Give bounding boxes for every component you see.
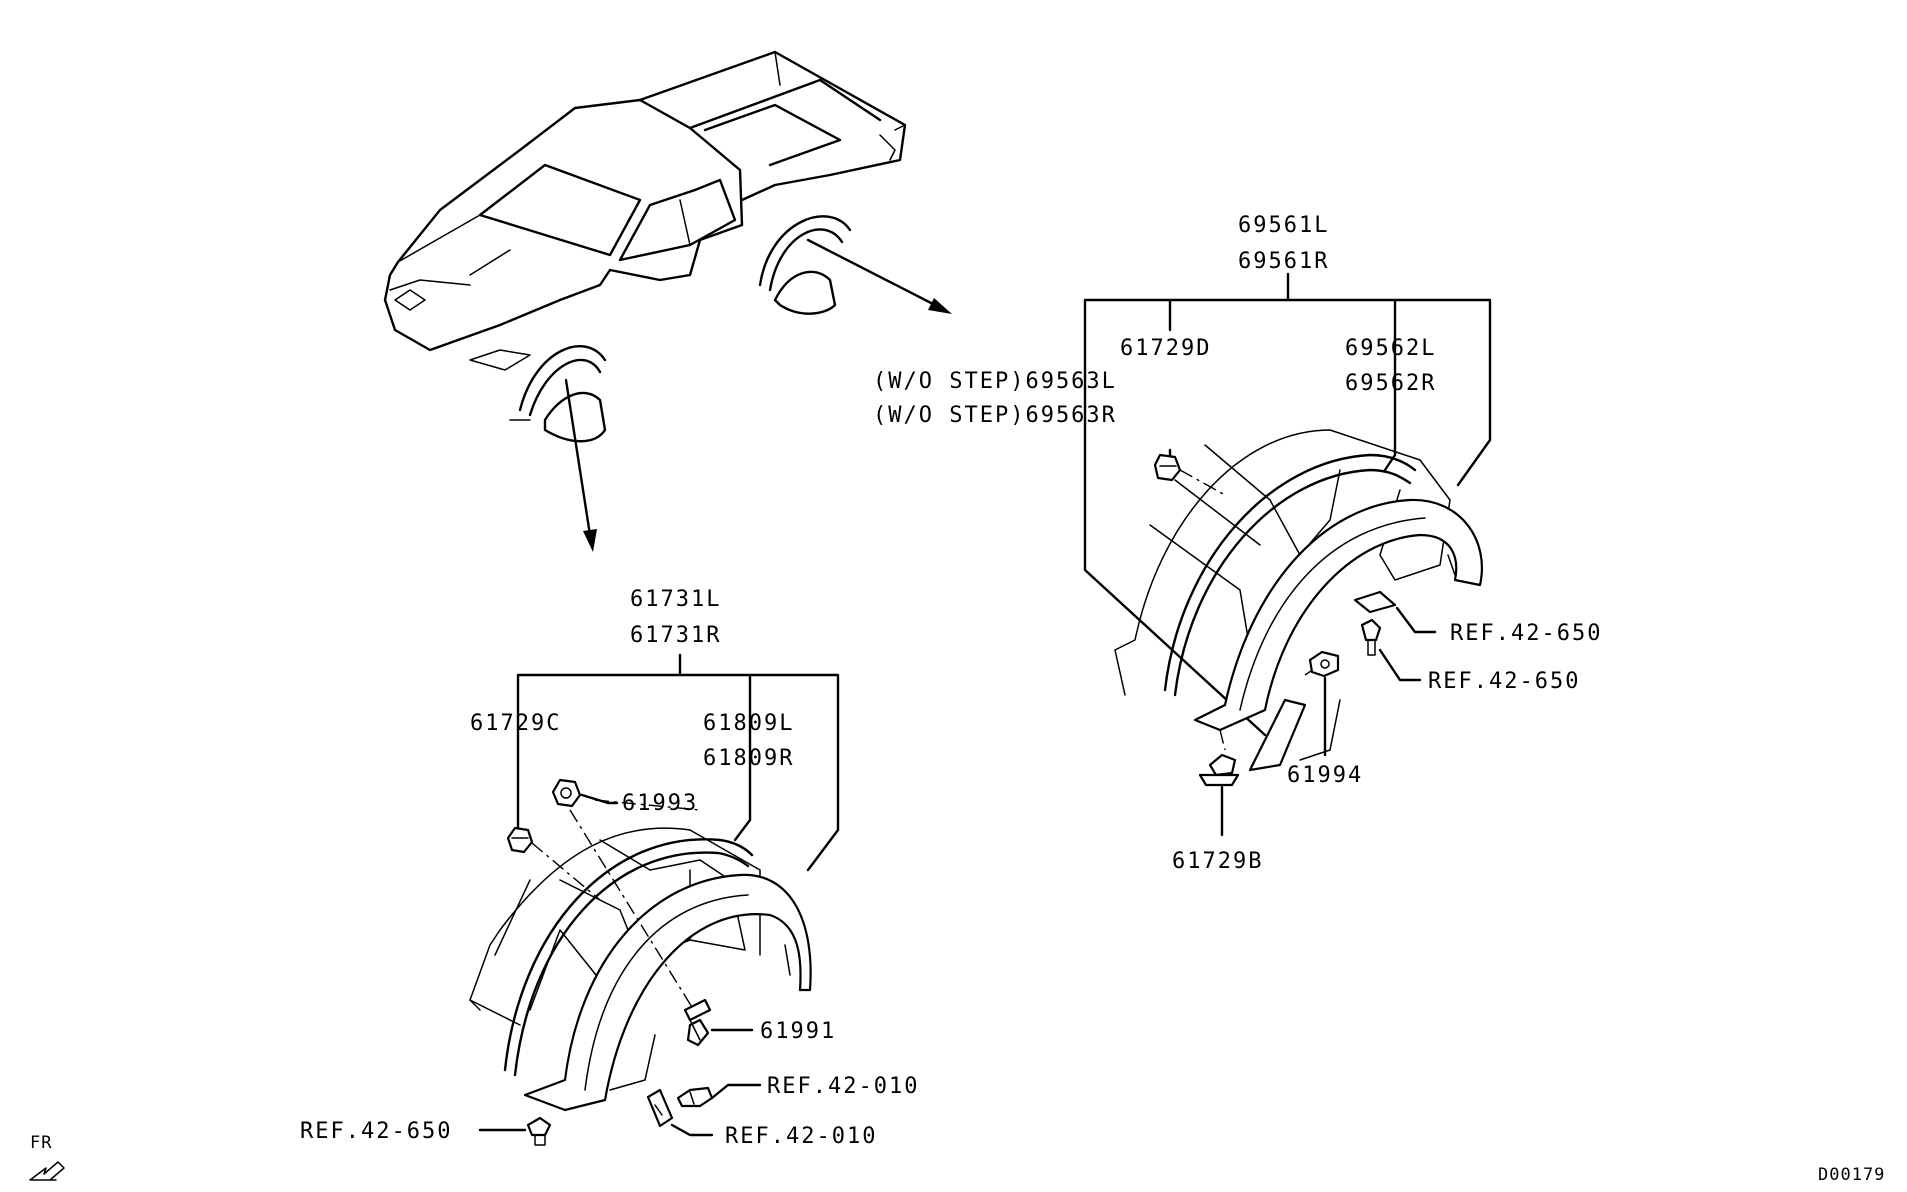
clip-61729c-icon: [506, 826, 534, 854]
clip-ref-42-650-icon: [526, 1116, 552, 1146]
clip-61729d-icon: [1153, 453, 1182, 482]
label-61809r: 61809R: [703, 746, 794, 771]
label-ref-42-650-rear-b: REF.42-650: [1428, 669, 1580, 694]
label-61991: 61991: [760, 1019, 836, 1044]
direction-label: FR: [30, 1133, 52, 1153]
front-arrow-icon: [29, 1161, 65, 1181]
label-61729d: 61729D: [1120, 336, 1211, 361]
front-fender-group: [469, 653, 840, 1146]
detail-arrows: [564, 238, 952, 552]
label-69563r: (W/O STEP)69563R: [873, 403, 1117, 428]
rear-labels: 69561L 69561R 61729D 69562L 69562R (W/O …: [873, 213, 1602, 874]
diagram-id: D00179: [1818, 1165, 1885, 1185]
front-labels: 61731L 61731R 61729C 61809L 61809R 61993…: [300, 587, 919, 1149]
label-61729b: 61729B: [1172, 849, 1263, 874]
label-ref-42-010-b: REF.42-010: [725, 1124, 877, 1149]
label-61731l: 61731L: [630, 587, 721, 612]
clip-61729b-icon: [1198, 753, 1240, 787]
label-61809l: 61809L: [703, 711, 794, 736]
fastener-ref-42-010-a-icon: [676, 1086, 714, 1108]
rear-fender-group: [1083, 272, 1492, 837]
fastener-ref-42-010-b-icon: [646, 1088, 674, 1128]
label-61993: 61993: [622, 791, 698, 816]
label-ref-42-650-rear-a: REF.42-650: [1450, 621, 1602, 646]
label-69563l: (W/O STEP)69563L: [873, 369, 1117, 394]
label-61731r: 61731R: [630, 623, 721, 648]
label-ref-42-010-a: REF.42-010: [767, 1074, 919, 1099]
pickup-truck-illustration: [383, 50, 907, 443]
bolt-61994-icon: [1308, 650, 1340, 678]
screw-61991-icon: [683, 998, 712, 1047]
nut-61993-icon: [551, 778, 582, 808]
sheet-ref-42-650-a-icon: [1353, 590, 1397, 614]
label-69561r: 69561R: [1238, 249, 1329, 274]
front-direction-indicator: FR: [29, 1133, 65, 1181]
label-61994: 61994: [1287, 763, 1363, 788]
label-69561l: 69561L: [1238, 213, 1329, 238]
label-ref-42-650-front: REF.42-650: [300, 1119, 452, 1144]
label-61729c: 61729C: [470, 711, 561, 736]
clip-ref-42-650-b-icon: [1360, 618, 1382, 656]
label-69562r: 69562R: [1345, 371, 1436, 396]
label-69562l: 69562L: [1345, 336, 1436, 361]
